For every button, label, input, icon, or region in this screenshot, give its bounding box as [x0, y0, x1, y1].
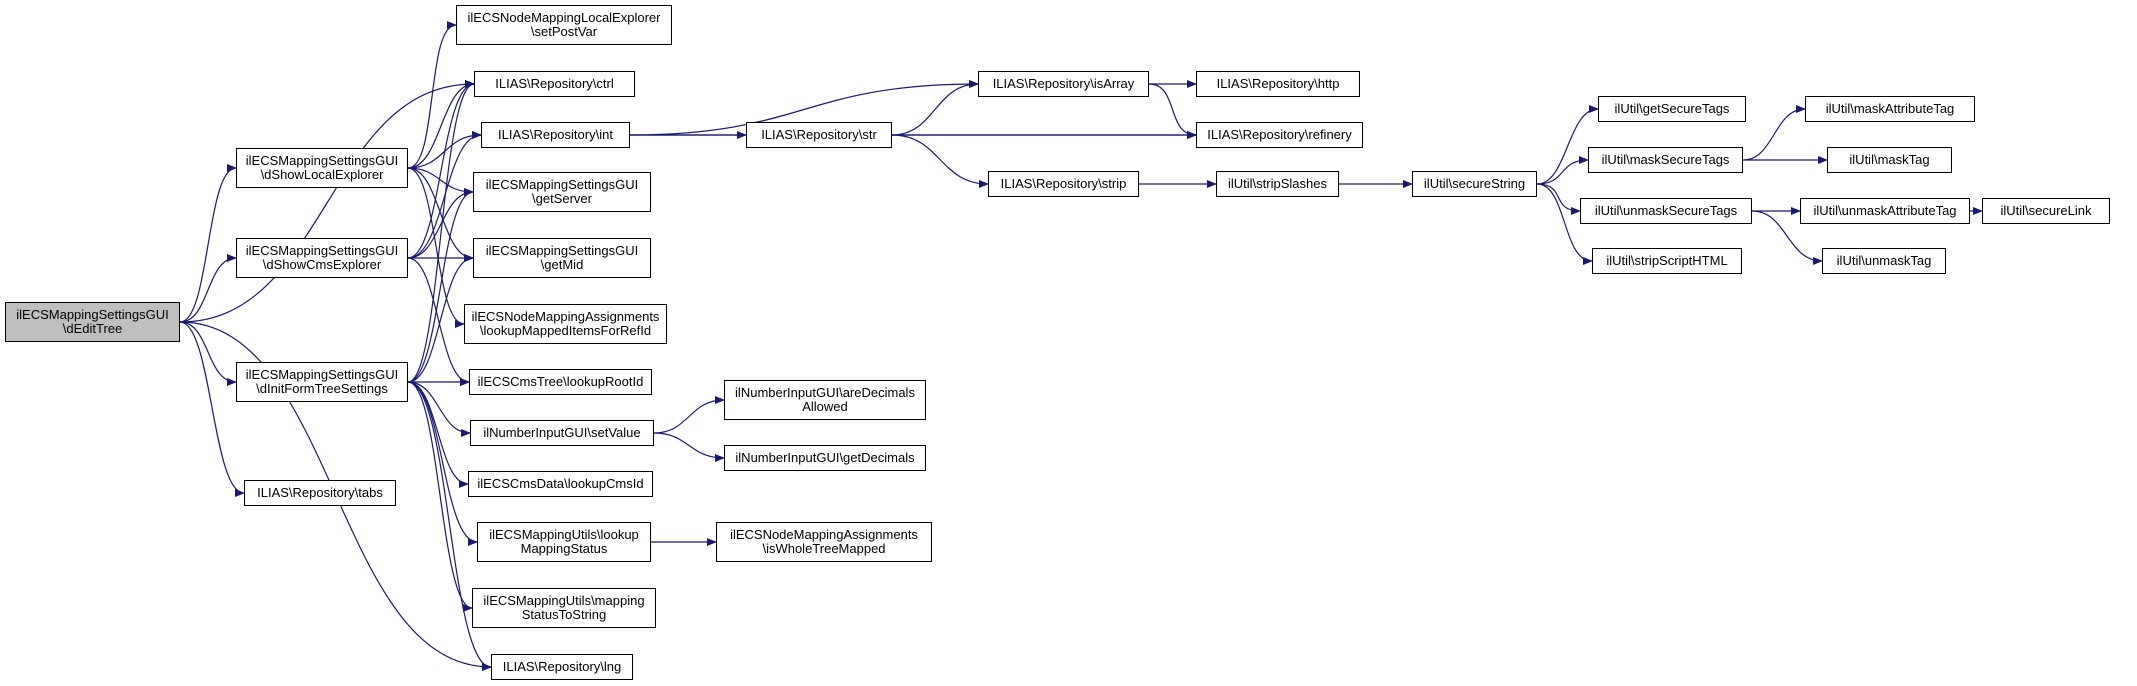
- edge-n_securestring-n_unmasksecure: [1536, 183, 1581, 215]
- node-setPostVar[interactable]: ilECSNodeMappingLocalExplorer \setPostVa…: [456, 5, 672, 45]
- node-getMid[interactable]: ilECSMappingSettingsGUI \getMid: [473, 238, 651, 278]
- edge-n_str-n_strip: [891, 134, 989, 188]
- node-getSecureTags[interactable]: ilUtil\getSecureTags: [1598, 96, 1746, 122]
- node-mappingStatusToString[interactable]: ilECSMappingUtils\mapping StatusToString: [472, 588, 656, 628]
- edge-n_local-n_mid: [407, 167, 474, 262]
- edge-n_edit-n_cms: [179, 254, 237, 323]
- edge-n_local-n_postvar: [407, 21, 457, 169]
- edge-n_init-n_cmsid: [407, 381, 469, 488]
- edge-n_local-n_lookupmapped: [407, 167, 465, 328]
- edge-n_masksecure-n_maskattr: [1742, 105, 1806, 161]
- edge-n_setvalue-n_getdec: [653, 432, 725, 462]
- node-repository-http[interactable]: ILIAS\Repository\http: [1196, 71, 1360, 97]
- edge-n_edit-n_tabs: [179, 321, 245, 497]
- edge-n_local-n_ctrl: [407, 80, 475, 169]
- node-dShowCmsExplorer[interactable]: ilECSMappingSettingsGUI \dShowCmsExplore…: [236, 238, 408, 278]
- node-secureLink[interactable]: ilUtil\secureLink: [1982, 198, 2110, 224]
- node-repository-str[interactable]: ILIAS\Repository\str: [746, 122, 892, 148]
- node-getDecimals[interactable]: ilNumberInputGUI\getDecimals: [724, 445, 926, 471]
- node-dInitFormTreeSettings[interactable]: ilECSMappingSettingsGUI \dInitFormTreeSe…: [236, 362, 408, 402]
- edge-n_init-n_setvalue: [407, 381, 471, 437]
- node-dShowLocalExplorer[interactable]: ilECSMappingSettingsGUI \dShowLocalExplo…: [236, 148, 408, 188]
- edge-n_isarray-n_refinery: [1148, 83, 1197, 139]
- edge-n_init-n_mapstatus: [407, 381, 478, 546]
- node-maskAttributeTag[interactable]: ilUtil\maskAttributeTag: [1805, 96, 1975, 122]
- edge-n_init-n_statusstr: [407, 381, 473, 612]
- edge-n_cms-n_rootid: [407, 257, 470, 386]
- edge-n_init-n_server: [407, 188, 474, 383]
- node-repository-tabs[interactable]: ILIAS\Repository\tabs: [244, 480, 396, 506]
- edge-n_init-n_mid: [407, 254, 474, 383]
- node-unmaskSecureTags[interactable]: ilUtil\unmaskSecureTags: [1580, 198, 1752, 224]
- edge-n_securestring-n_getsecure: [1536, 105, 1599, 185]
- node-lookupMappingStatus[interactable]: ilECSMappingUtils\lookup MappingStatus: [477, 522, 651, 562]
- edge-n_edit-n_local: [179, 164, 237, 323]
- edge-n_cms-n_server: [407, 188, 474, 259]
- node-maskSecureTags[interactable]: ilUtil\maskSecureTags: [1588, 147, 1743, 173]
- edge-n_securestring-n_masksecure: [1536, 156, 1589, 185]
- node-repository-lng[interactable]: ILIAS\Repository\lng: [491, 654, 633, 680]
- node-lookupRootId[interactable]: ilECSCmsTree\lookupRootId: [469, 369, 652, 395]
- node-stripSlashes[interactable]: ilUtil\stripSlashes: [1216, 171, 1339, 197]
- edge-n_int-n_isarray: [629, 80, 979, 136]
- node-unmaskAttributeTag[interactable]: ilUtil\unmaskAttributeTag: [1800, 198, 1970, 224]
- node-areDecimalsAllowed[interactable]: ilNumberInputGUI\areDecimals Allowed: [724, 380, 926, 420]
- edge-n_str-n_isarray: [891, 80, 979, 136]
- edge-n_cms-n_int: [407, 131, 482, 259]
- node-lookupCmsId[interactable]: ilECSCmsData\lookupCmsId: [468, 471, 653, 497]
- node-repository-refinery[interactable]: ILIAS\Repository\refinery: [1196, 122, 1363, 148]
- node-secureString[interactable]: ilUtil\secureString: [1412, 171, 1537, 197]
- node-setValue[interactable]: ilNumberInputGUI\setValue: [470, 420, 654, 446]
- edge-n_cms-n_ctrl: [407, 80, 475, 259]
- node-repository-strip[interactable]: ILIAS\Repository\strip: [988, 171, 1139, 197]
- node-maskTag[interactable]: ilUtil\maskTag: [1827, 147, 1952, 173]
- node-getServer[interactable]: ilECSMappingSettingsGUI \getServer: [473, 172, 651, 212]
- edge-n_init-n_lng: [407, 381, 492, 671]
- edge-n_edit-n_ctrl: [179, 80, 475, 323]
- edge-n_edit-n_init: [179, 321, 237, 386]
- node-repository-ctrl[interactable]: ILIAS\Repository\ctrl: [474, 71, 635, 97]
- edge-n_unmasksecure-n_unmasktag: [1751, 210, 1823, 265]
- node-unmaskTag[interactable]: ilUtil\unmaskTag: [1822, 248, 1946, 274]
- node-lookupMappedItemsForRefId[interactable]: ilECSNodeMappingAssignments \lookupMappe…: [464, 304, 667, 344]
- node-repository-isArray[interactable]: ILIAS\Repository\isArray: [978, 71, 1149, 97]
- edge-n_setvalue-n_aredec: [653, 396, 725, 434]
- node-repository-int[interactable]: ILIAS\Repository\int: [481, 122, 630, 148]
- edge-n_securestring-n_stripscript: [1536, 183, 1593, 265]
- node-dEditTree: ilECSMappingSettingsGUI \dEditTree: [5, 302, 180, 342]
- node-stripScriptHTML[interactable]: ilUtil\stripScriptHTML: [1592, 248, 1742, 274]
- node-isWholeTreeMapped[interactable]: ilECSNodeMappingAssignments \isWholeTree…: [716, 522, 932, 562]
- edge-n_init-n_ctrl: [407, 80, 475, 383]
